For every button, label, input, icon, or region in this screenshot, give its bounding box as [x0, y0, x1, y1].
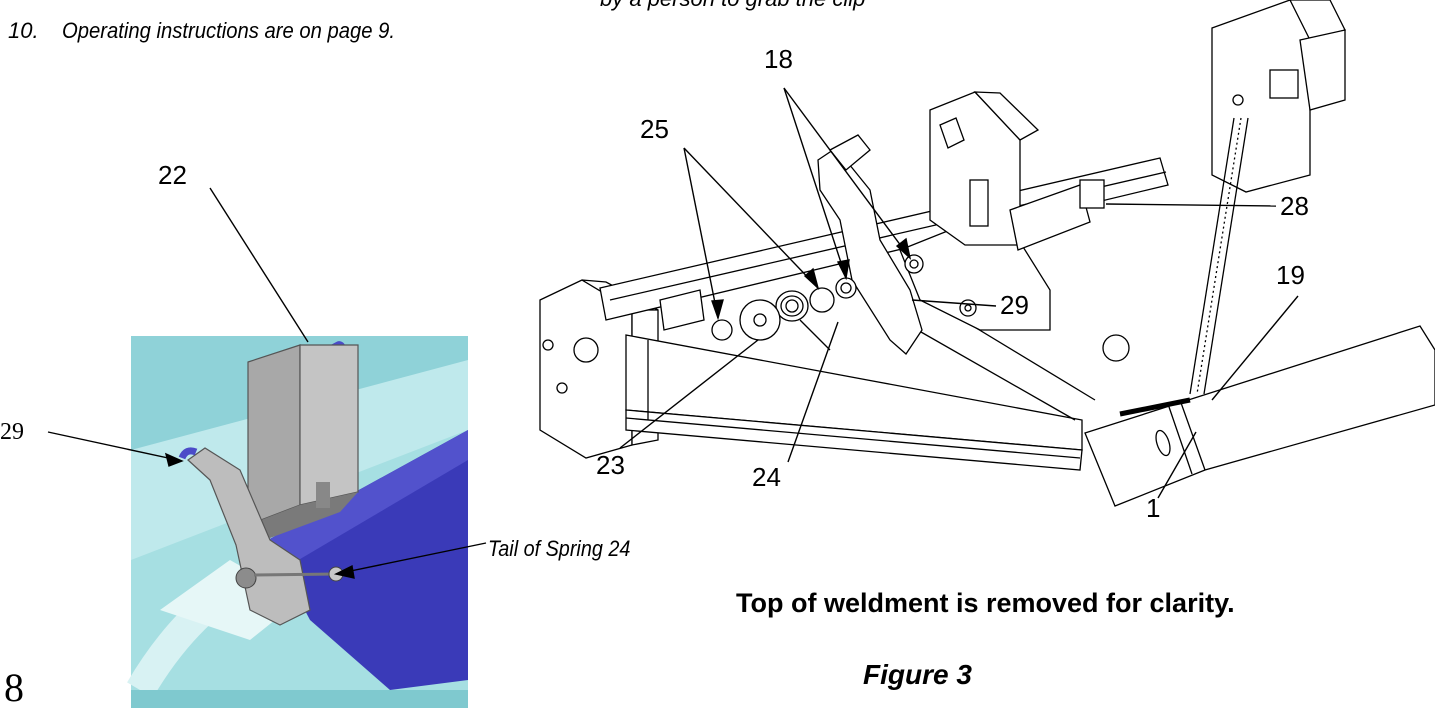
- callout-25: 25: [640, 114, 669, 144]
- callout-18: 18: [764, 44, 793, 74]
- main-leader-lines: [619, 87, 1299, 499]
- step-number: 10.: [8, 18, 39, 43]
- callout-19: 19: [1276, 260, 1305, 290]
- callout-29-main: 29: [1000, 290, 1029, 320]
- callout-22: 22: [158, 160, 187, 190]
- cutoff-line-text: by a person to grab the clip: [600, 0, 865, 12]
- figure-title: Figure 3: [863, 659, 972, 690]
- step-text: Operating instructions are on page 9.: [62, 18, 396, 43]
- left-render-figure: [127, 336, 468, 708]
- tail-of-spring-label: Tail of Spring 24: [488, 536, 631, 561]
- callout-24: 24: [752, 462, 781, 492]
- callout-23: 23: [596, 450, 625, 480]
- page-number: 8: [4, 665, 24, 710]
- callout-1: 1: [1146, 493, 1161, 523]
- main-line-drawing: [539, 0, 1435, 507]
- callout-28: 28: [1280, 191, 1309, 221]
- left-leader-lines: [47, 187, 487, 579]
- figure-caption: Top of weldment is removed for clarity.: [736, 588, 1235, 618]
- callout-29-left: 29: [0, 419, 24, 445]
